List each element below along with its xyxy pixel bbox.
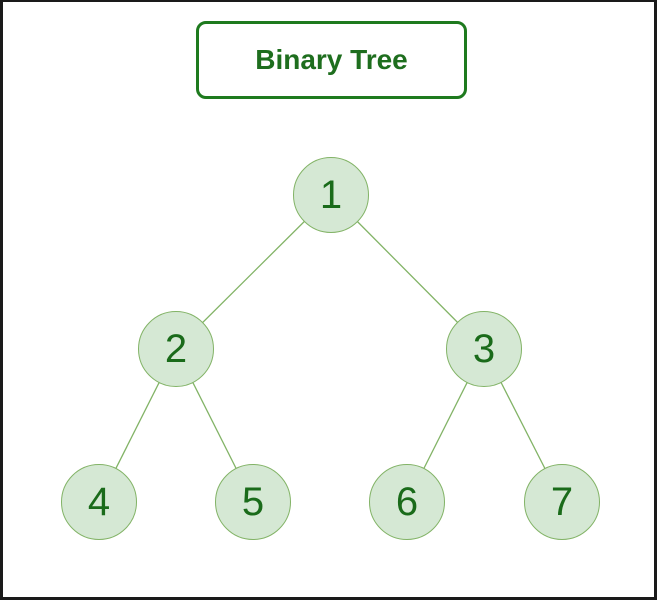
tree-node-4: 4 bbox=[61, 464, 137, 540]
tree-node-2: 2 bbox=[138, 311, 214, 387]
tree-node-6: 6 bbox=[369, 464, 445, 540]
tree-node-1: 1 bbox=[293, 157, 369, 233]
diagram-title: Binary Tree bbox=[196, 21, 467, 99]
tree-node-3: 3 bbox=[446, 311, 522, 387]
tree-node-7: 7 bbox=[524, 464, 600, 540]
tree-node-5: 5 bbox=[215, 464, 291, 540]
